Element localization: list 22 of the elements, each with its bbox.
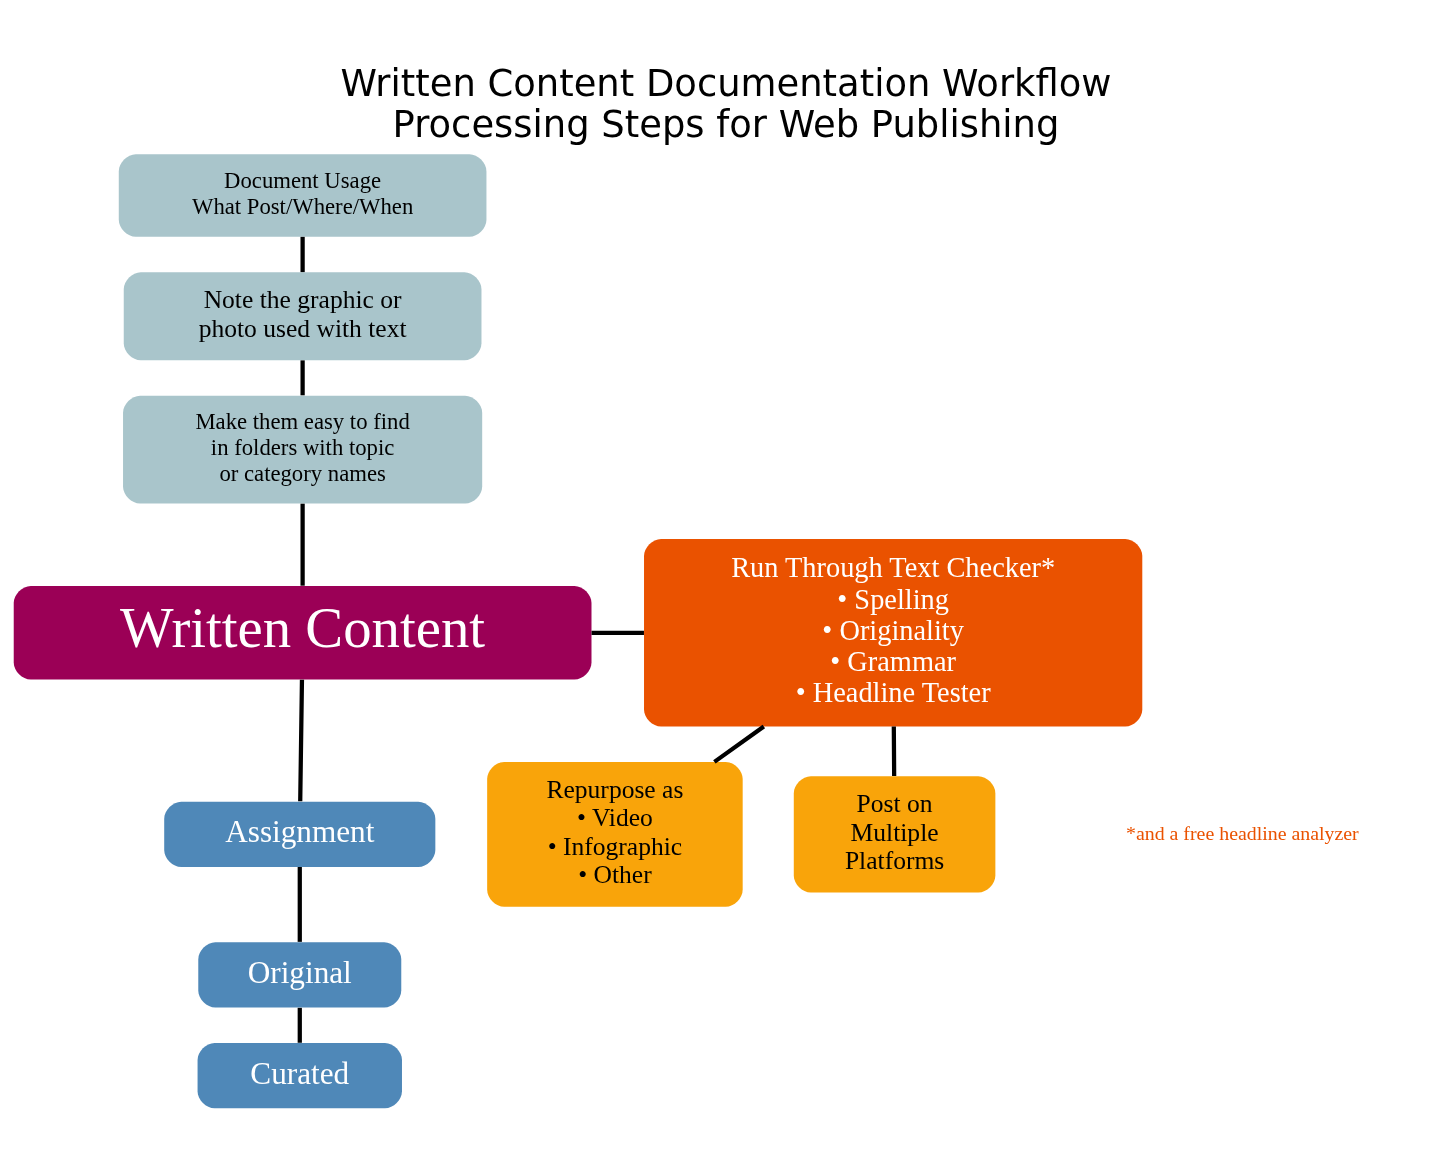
connector <box>300 503 305 586</box>
node-box: Written Content <box>13 585 592 680</box>
node-box: Run Through Text Checker* • Spelling • Originality • Grammar • Headline Tester <box>644 538 1143 726</box>
node-box: Make them easy to find in folders with topic or category names <box>123 395 483 504</box>
caption: Processing Steps for Web Publishing <box>392 102 1060 146</box>
connector <box>297 866 302 942</box>
node-box: Note the graphic or photo used with text <box>123 271 482 360</box>
connector <box>297 1007 302 1043</box>
node-box: Repurpose as • Video • Infographic • Other <box>487 761 743 907</box>
diagram-title: Written Content Documentation Workflow <box>340 61 1112 105</box>
node-box: Assignment <box>164 801 436 867</box>
connector <box>591 630 644 635</box>
node-box: Curated <box>197 1042 402 1108</box>
node-box: Document Usage What Post/Where/When <box>118 153 487 237</box>
connector <box>300 359 305 395</box>
connector <box>713 724 766 764</box>
node-box: Post on Multiple Platforms <box>793 775 996 893</box>
label: *and a free headline analyzer <box>1126 821 1359 844</box>
connector <box>300 236 305 272</box>
connector <box>891 726 897 776</box>
connector <box>298 679 305 801</box>
node-box: Original <box>198 941 402 1008</box>
